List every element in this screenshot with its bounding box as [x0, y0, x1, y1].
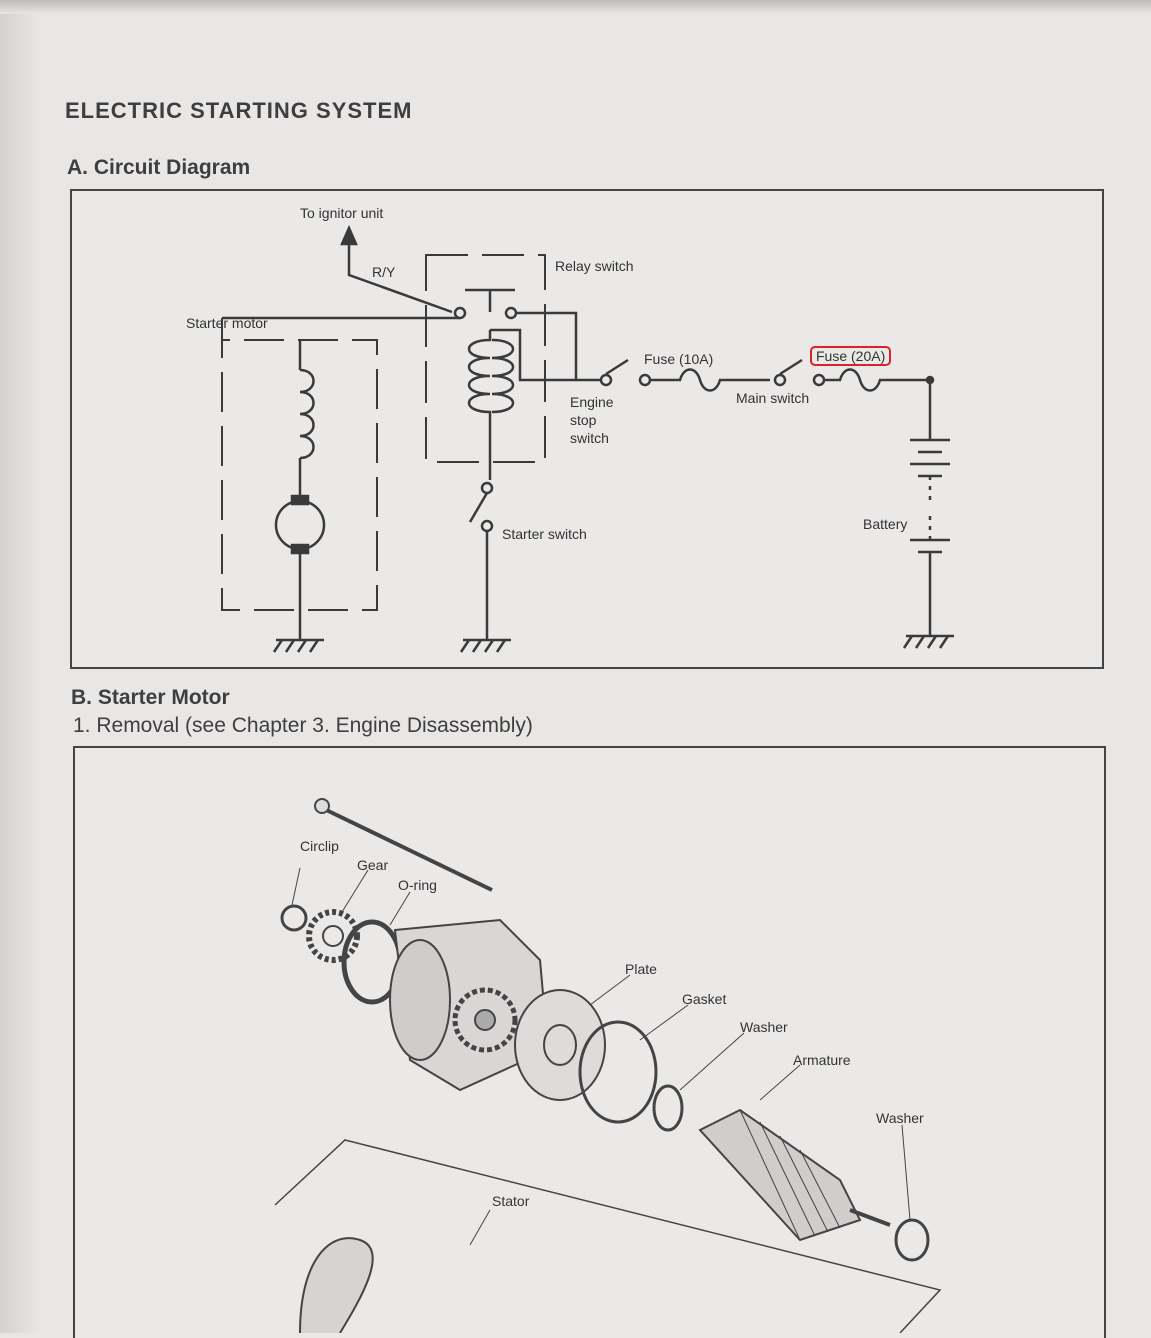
relay-coil	[468, 330, 492, 420]
gasket-part	[578, 1020, 658, 1124]
plate-part	[514, 989, 606, 1101]
main-switch-lever	[779, 358, 803, 376]
label-engine-stop-switch: Engine stop switch	[570, 394, 614, 446]
through-bolt	[317, 804, 493, 892]
label-fuse-20a-highlighted: Fuse (20A)	[810, 346, 892, 366]
field-coil	[299, 368, 315, 460]
washer-part-1	[652, 1084, 684, 1132]
stator-outline	[274, 1139, 942, 1333]
ignitor-arrow	[340, 224, 358, 246]
fuse-20a-symbol	[824, 368, 930, 392]
label-fuse-10a: Fuse (10A)	[644, 351, 714, 367]
ground-symbol-1	[272, 638, 324, 653]
engine-stop-switch-lever	[605, 358, 629, 376]
ignitor-wire	[347, 232, 453, 314]
relay-box	[425, 254, 546, 463]
planet-gears	[452, 987, 518, 1053]
page-top-shadow	[0, 0, 1151, 14]
relay-contact-bar	[465, 288, 515, 312]
circuit-diagram-frame	[70, 189, 1104, 669]
fuse-10a-symbol	[650, 368, 770, 392]
label-gasket: Gasket	[682, 991, 727, 1007]
page-edge-shadow	[0, 0, 40, 1333]
label-starter-switch: Starter switch	[502, 526, 587, 542]
stator-part	[299, 1237, 374, 1333]
label-relay-switch: Relay switch	[555, 258, 634, 274]
label-main-switch: Main switch	[736, 390, 810, 406]
label-plate: Plate	[625, 961, 657, 977]
label-battery: Battery	[863, 516, 908, 532]
subsection-starter-motor: B. Starter Motor	[71, 686, 230, 709]
label-oring: O-ring	[398, 877, 437, 893]
label-stator: Stator	[492, 1193, 530, 1209]
armature-part	[698, 1108, 862, 1242]
starter-motor-box	[221, 318, 378, 611]
subsection-circuit-diagram: A. Circuit Diagram	[67, 156, 251, 179]
label-gear: Gear	[357, 857, 389, 873]
gear-part	[306, 909, 360, 963]
ground-symbol-3	[902, 634, 954, 649]
label-washer-1: Washer	[740, 1019, 788, 1035]
label-ry: R/Y	[372, 264, 396, 280]
label-starter-motor: Starter motor	[186, 315, 268, 331]
circlip-part	[280, 904, 308, 932]
starter-switch-lever	[468, 492, 489, 523]
label-washer-2: Washer	[876, 1110, 924, 1126]
label-circlip: Circlip	[300, 838, 339, 854]
section-title: ELECTRIC STARTING SYSTEM	[65, 98, 413, 123]
label-to-ignitor: To ignitor unit	[300, 205, 384, 221]
step-removal: 1. Removal (see Chapter 3. Engine Disass…	[73, 714, 533, 737]
washer-part-2	[894, 1218, 930, 1262]
label-armature: Armature	[793, 1052, 851, 1068]
ground-symbol-2	[459, 638, 511, 653]
relay-output-wire	[516, 311, 578, 380]
